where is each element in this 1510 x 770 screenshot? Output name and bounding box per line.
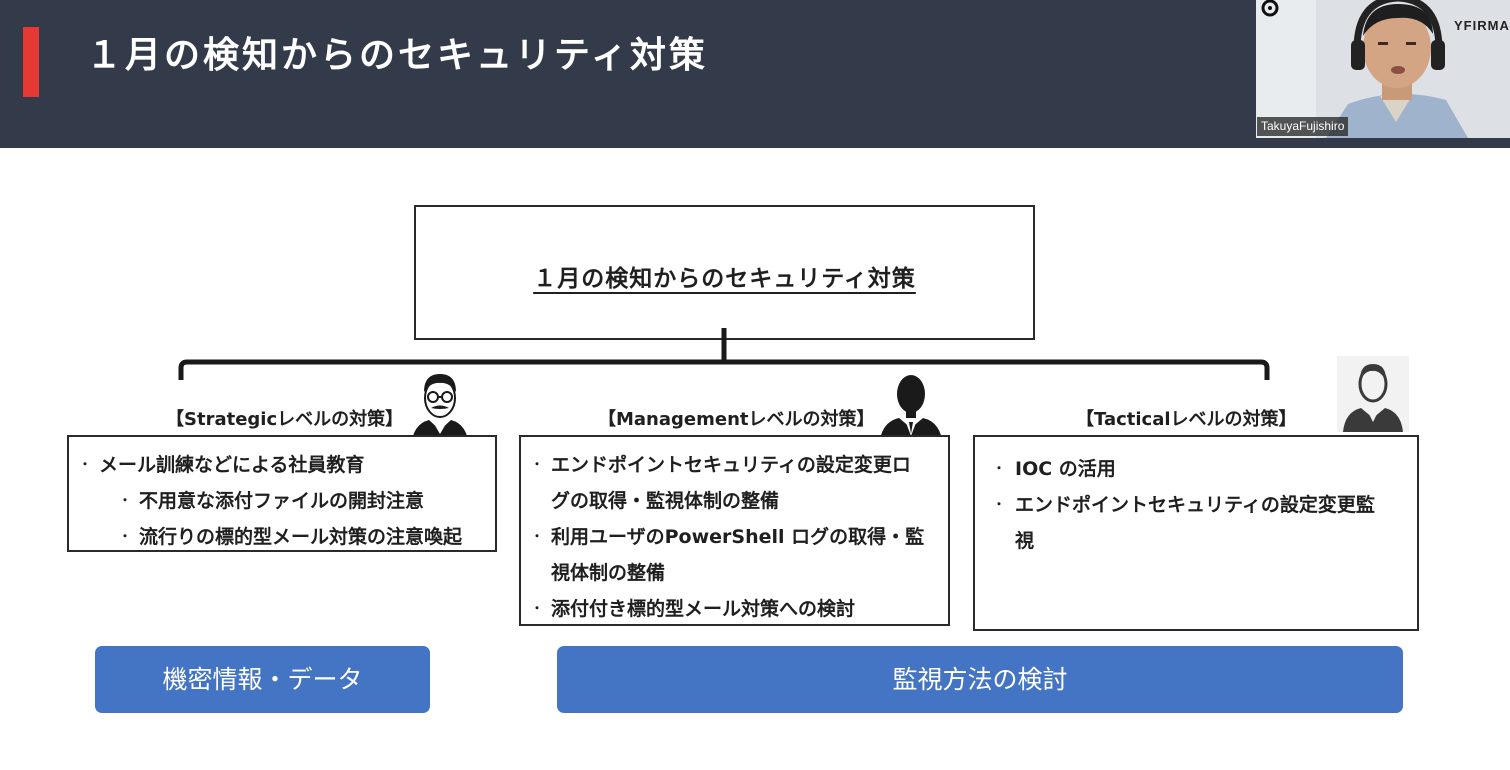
bullet-icon: ・ (993, 461, 1006, 475)
management-item-line: エンドポイントセキュリティの設定変更ロ (551, 454, 911, 476)
participant-name-label: TakuyaFujishiro (1257, 117, 1349, 136)
management-item-line: 視体制の整備 (551, 562, 666, 584)
strategic-item: メール訓練などによる社員教育 (99, 454, 365, 476)
management-item-line: 利用ユーザのPowerShell ログの取得・監 (551, 526, 925, 548)
bullet-icon: ・ (993, 497, 1006, 511)
tactical-level-label: 【Tacticalレベルの対策】 (1076, 409, 1297, 430)
management-level-label: 【Managementレベルの対策】 (598, 409, 875, 430)
person-outline-icon (1337, 356, 1409, 432)
management-measures-box: ・ エンドポイントセキュリティの設定変更ロ グの取得・監視体制の整備 ・ 利用ユ… (519, 435, 950, 626)
tactical-item-line: IOC の活用 (1015, 458, 1116, 480)
tactical-item-line: エンドポイントセキュリティの設定変更監 (1015, 494, 1375, 516)
strategic-sub-item: 流行りの標的型メール対策の注意喚起 (139, 526, 463, 548)
diagram-root-title: １月の検知からのセキュリティ対策 (533, 266, 916, 292)
header-accent-bar (23, 27, 39, 97)
bullet-icon: ・ (531, 457, 544, 471)
bullet-icon: ・ (531, 601, 544, 615)
company-logo-text: YFIRMA (1454, 18, 1510, 33)
bullet-icon: ・ (119, 529, 132, 543)
company-logo-icon (1261, 0, 1279, 17)
management-item-line: グの取得・監視体制の整備 (551, 490, 780, 512)
strategic-sub-item: 不用意な添付ファイルの開封注意 (139, 490, 425, 512)
participant-video-frame (1256, 0, 1510, 138)
bullet-icon: ・ (79, 457, 92, 471)
slide-title: １月の検知からのセキュリティ対策 (86, 35, 708, 76)
bullet-icon: ・ (119, 493, 132, 507)
management-item-line: 添付付き標的型メール対策への検討 (551, 598, 856, 620)
strategic-measures-box: ・ メール訓練などによる社員教育 ・ 不用意な添付ファイルの開封注意 ・ 流行り… (67, 435, 497, 552)
tactical-item-line: 視 (1015, 530, 1035, 552)
confidential-data-button[interactable]: 機密情報・データ (95, 646, 430, 713)
participant-video[interactable]: YFIRMA TakuyaFujishiro (1256, 0, 1510, 138)
bullet-icon: ・ (531, 529, 544, 543)
tactical-measures-box: ・ IOC の活用 ・ エンドポイントセキュリティの設定変更監 視 (973, 435, 1419, 631)
strategic-level-label: 【Strategicレベルの対策】 (166, 409, 404, 430)
monitoring-method-button[interactable]: 監視方法の検討 (557, 646, 1403, 713)
diagram-root-box: １月の検知からのセキュリティ対策 (414, 205, 1035, 340)
